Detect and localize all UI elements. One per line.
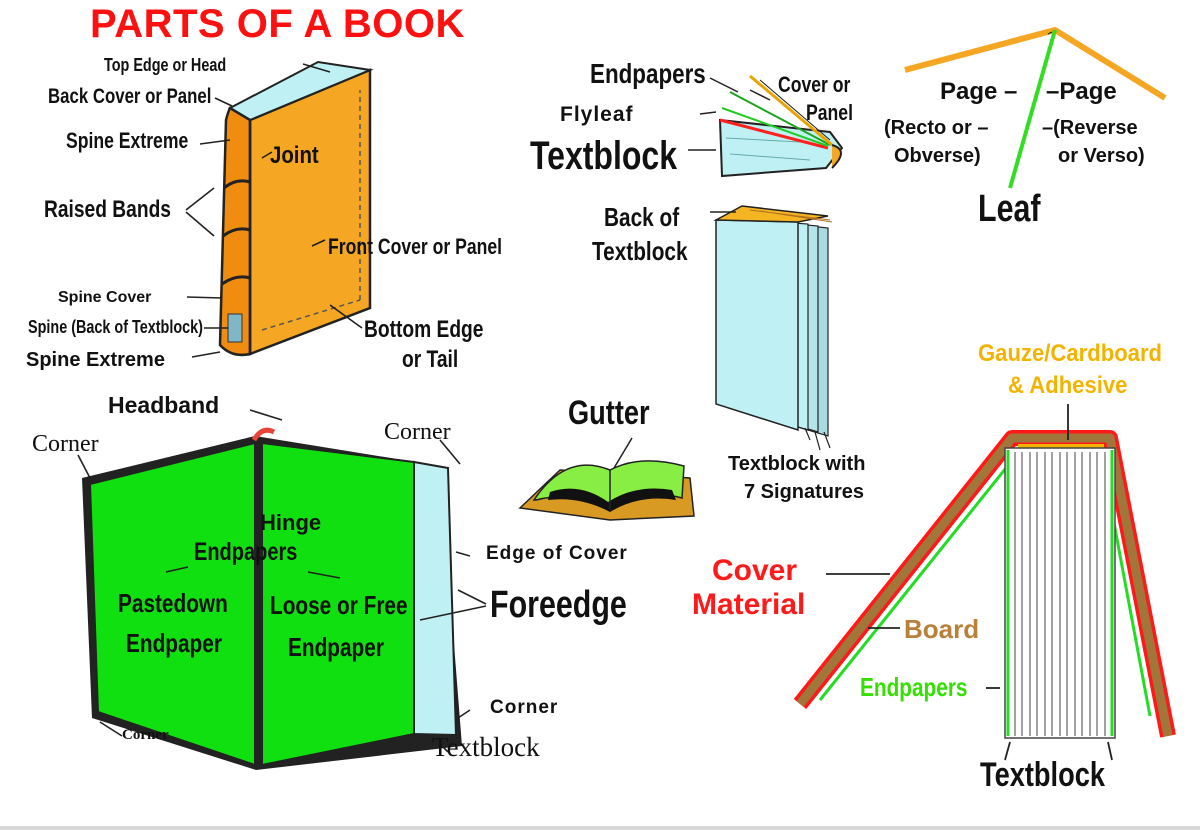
board	[796, 433, 1173, 737]
label-hinge: Hinge	[260, 510, 322, 535]
label-pastedown: Pastedown	[118, 588, 228, 618]
label-gauze: Gauze/Cardboard	[978, 340, 1163, 367]
label-page-left: Page –	[940, 78, 1018, 105]
label-back-textblock: Textblock	[592, 236, 688, 266]
label-top-edge: Top Edge or Head	[104, 55, 227, 75]
label-spine-cover: Spine Cover	[58, 289, 152, 306]
label-bottom-edge: Bottom Edge	[364, 316, 484, 343]
spine-textblock-patch	[227, 313, 243, 343]
raised-band	[222, 227, 251, 238]
label-endpapers-cross: Endpapers	[860, 672, 968, 702]
label-back-of: Back of	[604, 202, 680, 232]
label-spine-extreme-top: Spine Extreme	[66, 128, 189, 153]
label-spine-extreme-bottom: Spine Extreme	[26, 349, 165, 371]
label-signatures: 7 Signatures	[744, 481, 865, 503]
label-endpapers-open: Endpapers	[194, 538, 298, 566]
label-cover-material-2: Material	[692, 588, 806, 621]
label-textblock-open: Textblock	[432, 732, 540, 762]
label-raised-bands: Raised Bands	[44, 196, 171, 223]
hidden-edge	[261, 90, 361, 331]
label-spine-back: Spine (Back of Textblock)	[28, 317, 203, 337]
label-corner-top-right: Corner	[384, 419, 451, 445]
raised-band	[221, 275, 251, 286]
label-bottom-edge-tail: or Tail	[402, 346, 459, 373]
label-adhesive: & Adhesive	[1008, 372, 1128, 399]
label-joint: Joint	[270, 142, 319, 169]
cross-section	[793, 404, 1176, 761]
leaf-detail	[904, 27, 1167, 189]
foreedge-pages	[413, 460, 458, 737]
label-edge-of-cover: Edge of Cover	[486, 543, 628, 564]
label-flyleaf: Flyleaf	[560, 103, 634, 126]
gutter-book	[518, 437, 695, 521]
label-obverse: Obverse)	[894, 145, 981, 167]
diagram-title: PARTS OF A BOOK	[90, 2, 465, 46]
label-endpapers-top: Endpapers	[590, 58, 706, 89]
headband	[251, 427, 276, 442]
label-panel: Panel	[806, 100, 853, 125]
pastedown-endpaper	[88, 441, 256, 767]
textblock-stack	[710, 205, 833, 451]
bottom-rule	[0, 826, 1200, 830]
label-verso: or Verso)	[1058, 145, 1145, 167]
label-leaf: Leaf	[978, 188, 1041, 230]
spine	[218, 106, 252, 357]
label-foreedge: Foreedge	[490, 584, 627, 626]
label-pastedown-endpaper: Endpaper	[126, 628, 222, 658]
label-front-cover: Front Cover or Panel	[328, 234, 503, 259]
closed-book-pointers	[185, 63, 363, 358]
label-textblock-with: Textblock with	[728, 453, 866, 475]
closed-book	[218, 60, 374, 357]
label-cover-or: Cover or	[778, 72, 851, 97]
label-corner-bottom-right: Corner	[490, 697, 559, 718]
label-page-right: –Page	[1046, 78, 1117, 105]
label-cover-material-1: Cover	[712, 554, 798, 587]
label-loose: Loose or Free	[270, 590, 408, 620]
endpaper-detail	[688, 74, 844, 178]
label-board: Board	[904, 614, 980, 644]
raised-band	[223, 179, 251, 190]
label-loose-endpaper: Endpaper	[288, 632, 384, 662]
label-corner-bottom-left: Corner	[122, 727, 169, 743]
label-textblock-top: Textblock	[530, 134, 677, 178]
label-headband: Headband	[108, 392, 220, 418]
label-textblock-cross: Textblock	[980, 756, 1105, 794]
open-book	[82, 427, 462, 770]
label-recto: (Recto or –	[884, 117, 989, 139]
open-book-pointers	[77, 409, 487, 753]
label-back-cover: Back Cover or Panel	[48, 85, 212, 108]
label-gutter: Gutter	[568, 394, 650, 432]
label-reverse: –(Reverse	[1042, 117, 1138, 139]
label-corner-top-left: Corner	[32, 431, 99, 457]
